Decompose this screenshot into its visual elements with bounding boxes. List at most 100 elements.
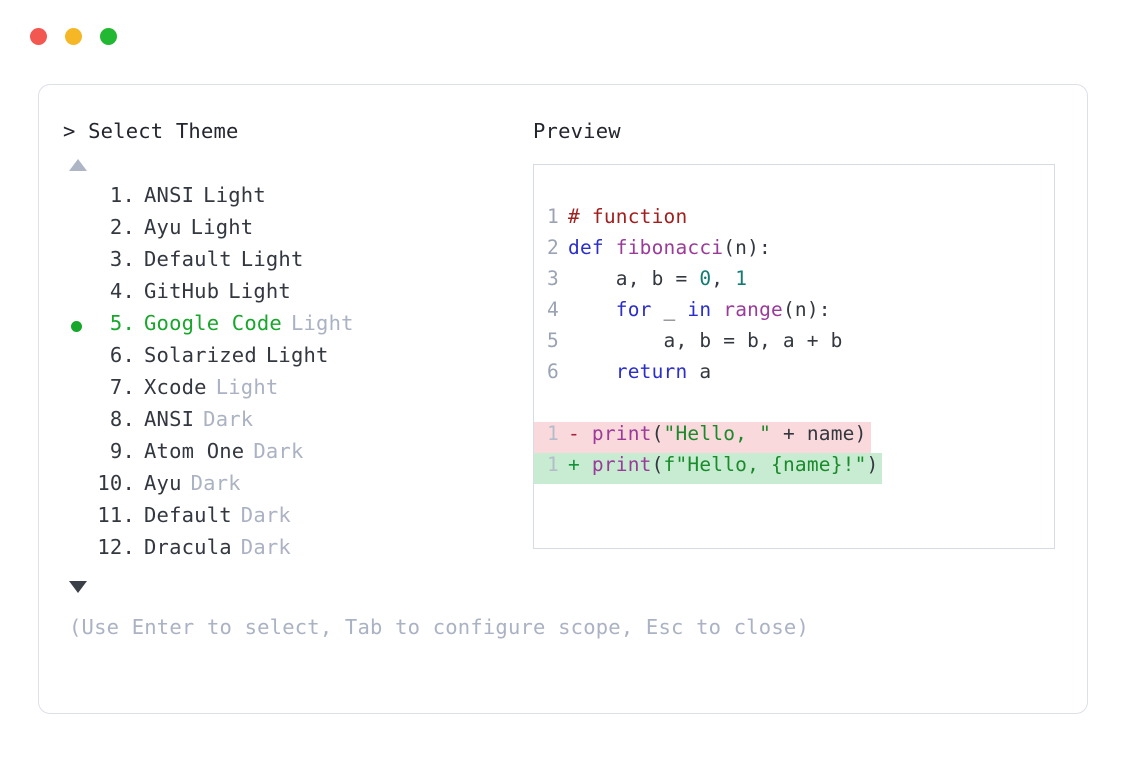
window-close-button[interactable] [30, 28, 47, 45]
theme-item-name: Default [144, 502, 232, 527]
theme-item-variant: Dark [190, 470, 241, 495]
theme-item-name: ANSI [144, 182, 195, 207]
theme-list-item[interactable]: 6. Solarized Light [63, 343, 533, 375]
theme-item-variant: Dark [240, 502, 291, 527]
theme-item-name: Google Code [144, 310, 282, 335]
diff-removed-marker: - [568, 421, 592, 445]
code-token-comment: # function [568, 204, 688, 228]
code-token-plain [711, 298, 723, 321]
selection-bullet-cell [63, 375, 89, 407]
code-token-number: 0 [699, 266, 712, 290]
theme-item-name: GitHub [144, 278, 220, 303]
code-token-plain: a [687, 359, 712, 383]
theme-item-index: 3. [109, 246, 135, 271]
theme-item-variant: Light [215, 374, 279, 399]
theme-item-variant: Light [190, 214, 254, 239]
theme-item-variant: Dark [203, 406, 254, 431]
code-token-punct: ( [651, 452, 664, 476]
theme-list-item[interactable]: 2. Ayu Light [63, 215, 533, 247]
code-line-number: 1 [547, 452, 559, 476]
theme-item-index: 12. [97, 534, 135, 559]
theme-item-index: 6. [109, 342, 135, 367]
code-token-func: range [723, 297, 783, 321]
code-line: 3 a, b = 0, 1 [534, 267, 751, 298]
selection-bullet-cell [63, 407, 89, 439]
code-token-func: print [591, 452, 652, 476]
code-token-punct: ( [651, 421, 664, 445]
theme-item-index: 4. [109, 278, 135, 303]
theme-list-item[interactable]: 5. Google Code Light [63, 311, 533, 343]
scroll-up-arrow-icon[interactable] [69, 158, 87, 171]
code-token-punct: ) [866, 452, 879, 476]
theme-item-name: Solarized [144, 342, 257, 367]
theme-item-index: 7. [109, 374, 135, 399]
code-line: 1 # function [534, 205, 691, 236]
prompt-title: > Select Theme [63, 119, 239, 143]
theme-list-item[interactable]: 3. Default Light [63, 247, 533, 279]
selected-bullet-icon [70, 321, 82, 332]
theme-item-variant: Light [265, 342, 329, 367]
window-maximize-button[interactable] [100, 28, 117, 45]
selection-bullet-cell [63, 535, 89, 567]
theme-item-name: Ayu [144, 214, 182, 239]
code-line-number: 1 [547, 421, 559, 445]
code-line: 4 for _ in range(n): [534, 298, 835, 329]
selection-bullet-cell [63, 471, 89, 503]
code-line: 1 + print(f"Hello, {name}!") [534, 452, 883, 484]
theme-item-index: 9. [109, 438, 135, 463]
code-token-plain [568, 298, 616, 321]
theme-item-name: Default [144, 246, 232, 271]
code-token-keyword: for [615, 297, 652, 321]
code-line-number: 1 [547, 204, 559, 228]
preview-title: Preview [533, 119, 621, 143]
theme-list-item[interactable]: 7. Xcode Light [63, 375, 533, 407]
theme-item-index: 2. [109, 214, 135, 239]
keyboard-hint: (Use Enter to select, Tab to configure s… [69, 614, 809, 639]
theme-item-variant: Light [240, 246, 304, 271]
theme-item-index: 5. [109, 310, 135, 335]
scroll-down-arrow-icon[interactable] [69, 580, 87, 593]
window-minimize-button[interactable] [65, 28, 82, 45]
theme-item-variant: Dark [253, 438, 304, 463]
code-token-plain: , [711, 266, 736, 290]
theme-list-item[interactable]: 4. GitHub Light [63, 279, 533, 311]
theme-item-name: Xcode [144, 374, 207, 399]
diff-added-marker: + [568, 452, 592, 476]
selection-bullet-cell [63, 183, 89, 215]
theme-item-name: ANSI [144, 406, 195, 431]
theme-item-name: Dracula [144, 534, 232, 559]
code-token-keyword: def [568, 235, 616, 259]
theme-list-item[interactable]: 12. Dracula Dark [63, 535, 533, 567]
selection-bullet-cell [63, 215, 89, 247]
window-titlebar [30, 28, 117, 45]
selection-bullet-cell [63, 247, 89, 279]
code-token-keyword: in [687, 297, 712, 321]
theme-list-item[interactable]: 9. Atom One Dark [63, 439, 533, 471]
theme-item-variant: Light [203, 182, 266, 207]
theme-item-variant: Dark [240, 534, 291, 559]
code-line-number: 3 [547, 266, 559, 290]
code-token-func: print [591, 421, 652, 445]
code-line-number: 4 [547, 297, 559, 321]
code-line: 5 a, b = b, a + b [534, 329, 847, 360]
selection-bullet-cell [63, 311, 89, 343]
code-line-number: 6 [547, 359, 559, 383]
theme-item-name: Ayu [144, 470, 182, 495]
theme-item-name: Atom One [144, 438, 245, 463]
code-token-plain: _ [651, 297, 688, 321]
theme-item-variant: Light [290, 310, 354, 335]
code-line: 6 return a [534, 360, 715, 391]
code-token-punct: (n): [723, 235, 771, 259]
code-token-number: 1 [735, 266, 748, 290]
theme-item-variant: Light [228, 278, 291, 303]
code-token-string: f"Hello, {name}!" [663, 452, 867, 476]
